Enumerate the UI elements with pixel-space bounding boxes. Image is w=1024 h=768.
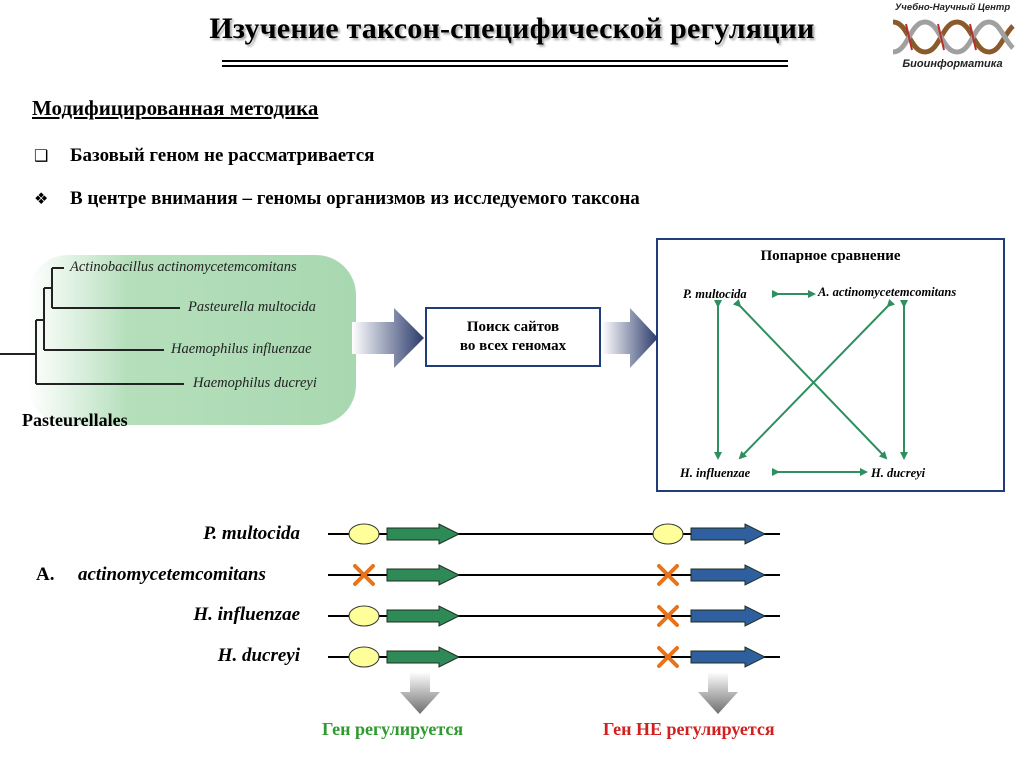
tree-background <box>28 255 356 425</box>
search-box-line-1: Поиск сайтов <box>466 319 560 335</box>
phylo-tree-diagram <box>0 255 356 425</box>
cmp-arrow-diag-2 <box>738 298 896 460</box>
bullet-2-text: В центре внимания – геномы организмов из… <box>70 188 640 209</box>
result-not-regulated: Ген НЕ регулируется <box>603 719 775 739</box>
gene-1-arrow-4 <box>386 646 461 668</box>
square-bullet-icon: ❑ <box>34 146 49 165</box>
search-box-line-2: во всех геномах <box>459 338 567 354</box>
logo-caption-top: Учебно-Научный Центр <box>894 2 1011 13</box>
gene-1-arrow-3 <box>386 605 461 627</box>
tree-leaf-3: Haemophilus influenzae <box>171 341 312 357</box>
bullet-1-text: Базовый геном не рассматривается <box>70 145 375 166</box>
gene-2-arrow-2 <box>690 564 767 586</box>
bullet-1: ❑ Базовый геном не рассматривается <box>34 145 374 167</box>
diamond-bullet-icon: ❖ <box>34 189 49 208</box>
result-regulated: Ген регулируется <box>322 719 464 739</box>
binding-site-1-4 <box>348 646 380 668</box>
missing-site-2-cross-icon <box>657 646 679 668</box>
cmp-node-p-multocida: P. multocida <box>683 287 747 301</box>
tree-leaf-1: Actinobacillus actinomycetemcomitans <box>70 259 297 275</box>
binding-site-1-1 <box>348 523 380 545</box>
gene-2-arrow-1 <box>690 523 767 545</box>
gene-1-arrow-1 <box>386 523 461 545</box>
bullet-2: ❖ В центре внимания – геномы организмов и… <box>34 188 640 210</box>
logo-caption-bottom: Биоинформатика <box>902 58 1003 70</box>
organism-label-2-prefix: A. <box>36 564 55 585</box>
flow-arrow-1-icon <box>352 308 424 368</box>
organism-label-4: H. ducreyi <box>217 645 300 666</box>
cmp-node-a-actinomycetemcomitans: A. actinomycetemcomitans <box>818 285 957 299</box>
title-underline-top <box>222 60 788 62</box>
missing-site-1-cross-icon <box>353 564 375 586</box>
missing-site-2-cross-icon <box>657 605 679 627</box>
organism-label-1: P. multocida <box>203 523 300 544</box>
taxon-label: Pasteurellales <box>22 410 128 430</box>
organism-label-2-name: actinomycetemcomitans <box>77 564 266 585</box>
gene-2-arrow-4 <box>690 646 767 668</box>
tree-branches <box>0 267 184 385</box>
binding-site-2-1 <box>652 523 684 545</box>
cmp-node-h-influenzae: H. influenzae <box>680 466 751 480</box>
dna-logo-icon <box>892 19 1015 55</box>
flow-arrow-2-icon <box>602 308 658 368</box>
not-regulated-down-arrow-icon <box>698 672 738 714</box>
comparison-arrows-diagram <box>714 290 908 476</box>
binding-site-1-3 <box>348 605 380 627</box>
missing-site-2-cross-icon <box>657 564 679 586</box>
tree-leaf-4: Haemophilus ducreyi <box>193 375 317 391</box>
pairwise-comparison-title: Попарное сравнение <box>760 248 901 264</box>
title-underline-bottom <box>222 65 788 67</box>
section-subtitle: Модифицированная методика <box>32 96 319 120</box>
search-sites-box: Поиск сайтов во всех геномах <box>425 307 601 367</box>
tree-leaf-2: Pasteurella multocida <box>188 299 316 315</box>
organism-label-2: A. actinomycetemcomitans <box>36 564 266 586</box>
regulated-down-arrow-icon <box>400 672 440 714</box>
gene-1-arrow-2 <box>386 564 461 586</box>
genome-tracks-diagram <box>328 523 780 668</box>
cmp-node-h-ducreyi: H. ducreyi <box>871 466 926 480</box>
organism-label-3: H. influenzae <box>193 604 300 625</box>
page-title: Изучение таксон-специфической регуляции <box>209 12 815 45</box>
gene-2-arrow-3 <box>690 605 767 627</box>
